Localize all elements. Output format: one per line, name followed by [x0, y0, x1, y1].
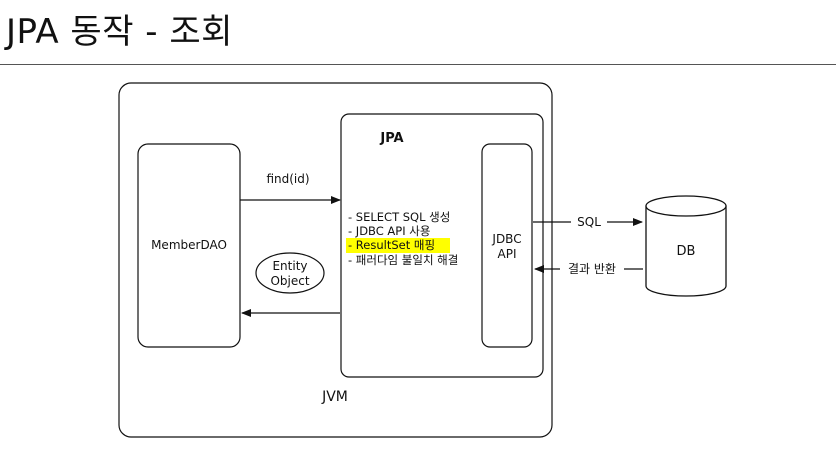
jpa-step-resultset: - ResultSet 매핑	[348, 238, 435, 252]
jdbc-api-label-line1: JDBC	[491, 232, 521, 246]
jdbc-api-label-line2: API	[498, 247, 517, 261]
jpa-label: JPA	[379, 131, 403, 146]
entity-object-ellipse	[255, 252, 325, 294]
page-title: JPA 동작 - 조회	[6, 12, 233, 52]
db-cylinder	[645, 195, 727, 297]
jpa-step-select-sql: - SELECT SQL 생성	[348, 210, 450, 224]
member-dao-box	[137, 143, 241, 348]
sql-arrow-label: SQL	[577, 215, 601, 229]
member-dao-label: MemberDAO	[151, 238, 227, 252]
resultset-highlight	[346, 238, 450, 253]
result-arrow-label: 결과 반환	[568, 262, 616, 276]
jvm-label: JVM	[321, 389, 348, 405]
title-divider	[0, 64, 836, 65]
jpa-step-paradigm: - 패러다임 불일치 해결	[348, 253, 458, 267]
jpa-step-jdbc-api: - JDBC API 사용	[348, 224, 430, 238]
jdbc-api-box	[481, 143, 533, 348]
call-arrow-label: find(id)	[266, 172, 309, 186]
entity-object-line2: Object	[270, 274, 309, 288]
entity-object-line1: Entity	[272, 259, 307, 273]
db-label: DB	[677, 244, 696, 259]
